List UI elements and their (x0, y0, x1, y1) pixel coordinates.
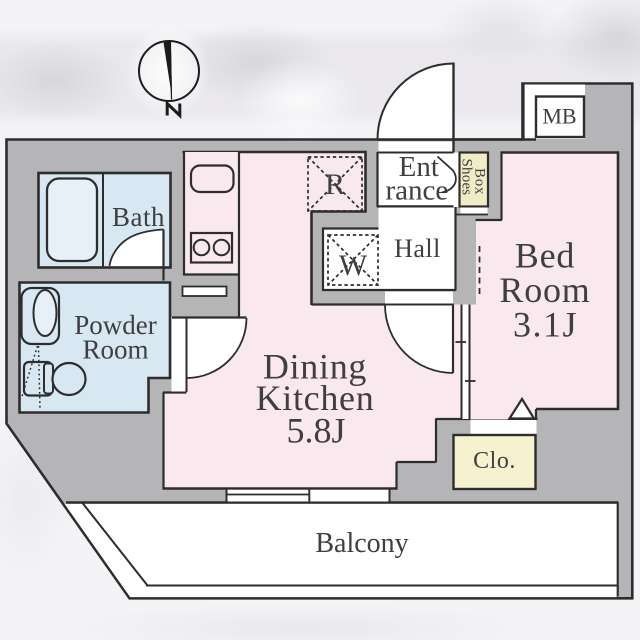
svg-text:Shoes: Shoes (459, 159, 475, 196)
svg-text:W: W (339, 249, 368, 282)
svg-text:Dining: Dining (263, 347, 367, 387)
svg-text:Bed: Bed (515, 236, 575, 276)
svg-text:rance: rance (386, 175, 449, 207)
svg-text:Box: Box (472, 168, 488, 195)
svg-text:Clo.: Clo. (473, 448, 516, 474)
svg-text:R: R (325, 168, 345, 201)
svg-text:MB: MB (542, 104, 576, 129)
svg-text:Powder: Powder (74, 310, 157, 340)
svg-text:3.1J: 3.1J (513, 305, 578, 345)
svg-text:Balcony: Balcony (315, 528, 408, 559)
svg-text:Bath: Bath (112, 202, 165, 232)
svg-text:5.8J: 5.8J (286, 411, 345, 451)
svg-text:Room: Room (82, 335, 148, 365)
svg-text:Hall: Hall (394, 234, 441, 263)
svg-text:Kitchen: Kitchen (256, 378, 375, 418)
svg-text:Room: Room (499, 270, 590, 310)
svg-text:Ent: Ent (399, 151, 439, 183)
